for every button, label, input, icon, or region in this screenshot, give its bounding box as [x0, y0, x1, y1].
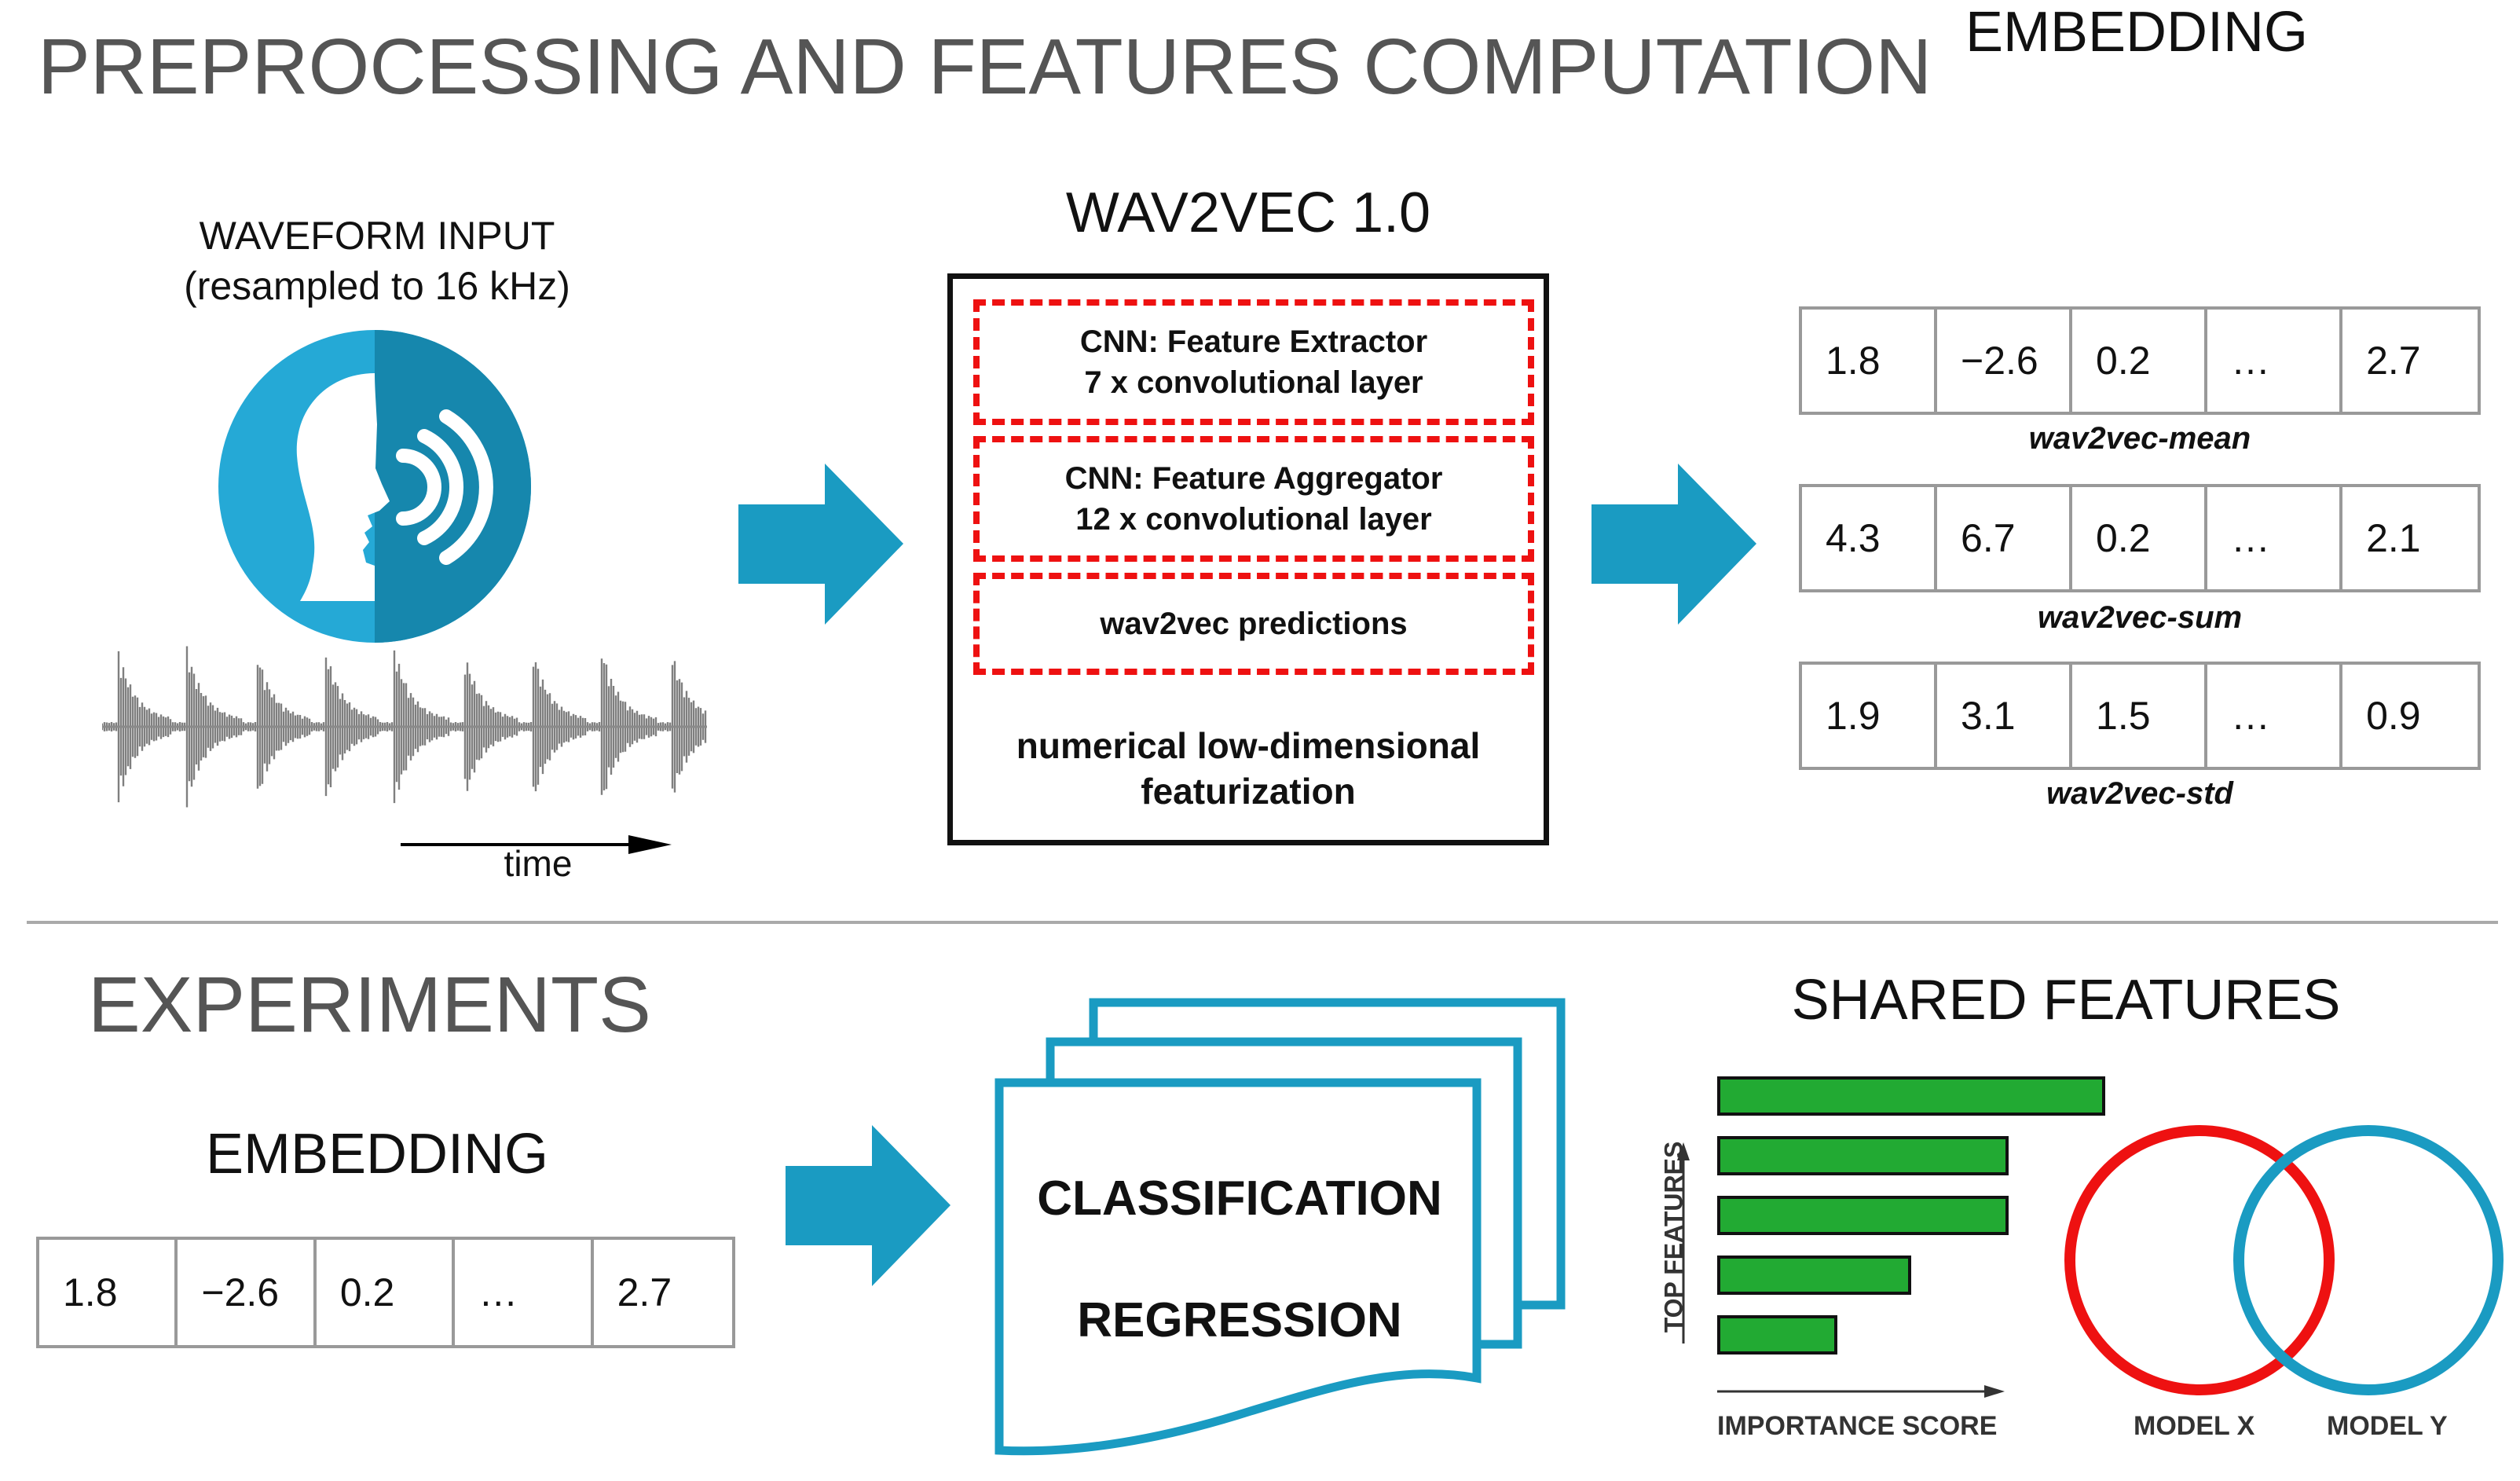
embedding-cell: −2.6 — [178, 1240, 317, 1345]
model-x-circle — [2064, 1125, 2335, 1395]
embedding-row-std: 1.9 3.1 1.5 … 0.9 — [1799, 662, 2481, 770]
predictions-label: wav2vec predictions — [1100, 607, 1408, 641]
embedding-cell: 0.2 — [2072, 310, 2208, 412]
task-regression-label: REGRESSION — [1077, 1293, 1402, 1347]
importance-bar — [1717, 1136, 2009, 1175]
embedding-row-sum: 4.3 6.7 0.2 … 2.1 — [1799, 484, 2481, 592]
time-arrow — [401, 835, 672, 854]
embedding-cell: … — [455, 1240, 594, 1345]
feature-aggregator-detail: 12 x convolutional layer — [1075, 502, 1432, 537]
embedding-cell: 1.9 — [1802, 665, 1938, 767]
embedding-cell: 1.5 — [2072, 665, 2208, 767]
embedding-cell: 1.8 — [39, 1240, 178, 1345]
embedding-label-mean: wav2vec-mean — [2028, 421, 2251, 456]
shared-features-title: SHARED FEATURES — [1791, 969, 2341, 1032]
embedding-cell: 2.7 — [617, 1270, 672, 1314]
time-label: time — [504, 843, 573, 884]
audio-waveform — [102, 646, 707, 808]
feature-importance-bars — [1717, 1076, 2110, 1367]
feature-extractor-detail: 7 x convolutional layer — [1084, 365, 1423, 400]
arrow-to-embedding-icon — [1591, 464, 1756, 625]
importance-bar — [1717, 1315, 1837, 1355]
feature-aggregator-label: CNN: Feature Aggregator — [1064, 461, 1443, 496]
model-y-circle — [2233, 1125, 2504, 1395]
embedding-cell: 2.1 — [2366, 516, 2421, 560]
feature-extractor-layer: CNN: Feature Extractor 7 x convolutional… — [973, 299, 1534, 425]
x-axis-label: IMPORTANCE SCORE — [1717, 1411, 1998, 1441]
embedding-title: EMBEDDING — [1965, 1, 2309, 64]
experiments-title: EXPERIMENTS — [88, 961, 651, 1049]
embedding-cell: 0.2 — [2072, 487, 2208, 589]
predictions-layer: wav2vec predictions — [973, 573, 1534, 675]
task-document-stack-icon — [994, 998, 1566, 1456]
featurization-line2: featurization — [1141, 771, 1356, 812]
model-y-label: MODEL Y — [2327, 1411, 2448, 1441]
embedding-label-std: wav2vec-std — [2046, 776, 2233, 811]
embedding-cell: 2.7 — [2366, 339, 2421, 383]
experiments-embedding-title: EMBEDDING — [205, 1123, 549, 1186]
x-axis-arrow — [1717, 1385, 2005, 1398]
speaking-head-icon — [218, 330, 531, 643]
model-x-label: MODEL X — [2134, 1411, 2255, 1441]
embedding-cell: 0.2 — [317, 1240, 456, 1345]
embedding-cell: 3.1 — [1937, 665, 2073, 767]
embedding-cell: … — [2207, 310, 2343, 412]
embedding-cell: … — [2207, 487, 2343, 589]
embedding-cell: … — [2207, 665, 2343, 767]
wav2vec-title: WAV2VEC 1.0 — [1065, 181, 1431, 244]
wav2vec-box: CNN: Feature Extractor 7 x convolutional… — [947, 273, 1549, 845]
section-divider — [27, 921, 2498, 924]
featurization-line1: numerical low-dimensional — [1016, 725, 1481, 766]
importance-bar — [1717, 1076, 2105, 1116]
arrow-to-wav2vec-icon — [738, 464, 903, 625]
task-classification-label: CLASSIFICATION — [1037, 1171, 1442, 1226]
embedding-label-sum: wav2vec-sum — [2037, 600, 2243, 635]
embedding-cell: 6.7 — [1937, 487, 2073, 589]
y-axis-arrow — [1677, 1142, 1690, 1344]
top-title: PREPROCESSING AND FEATURES COMPUTATION — [38, 23, 1932, 111]
feature-aggregator-layer: CNN: Feature Aggregator 12 x convolution… — [973, 436, 1534, 562]
waveform-title-line1: WAVEFORM INPUT — [199, 214, 555, 258]
importance-bar — [1717, 1196, 2009, 1235]
embedding-cell: 1.8 — [1802, 310, 1938, 412]
model-venn-diagram — [2064, 1125, 2504, 1395]
waveform-title-line2: (resampled to 16 kHz) — [184, 264, 570, 308]
feature-extractor-label: CNN: Feature Extractor — [1079, 324, 1428, 359]
waveform-title: WAVEFORM INPUT (resampled to 16 kHz) — [141, 211, 613, 311]
arrow-to-tasks-icon — [786, 1125, 950, 1286]
experiments-embedding-row: 1.8 −2.6 0.2 … 2.7 — [36, 1237, 735, 1348]
embedding-cell: 0.9 — [2366, 694, 2421, 738]
embedding-cell: −2.6 — [1937, 310, 2073, 412]
featurization-caption: numerical low-dimensional featurization — [953, 723, 1544, 814]
y-axis-label: TOP FEATURES — [1659, 1141, 1688, 1333]
embedding-cell: 4.3 — [1802, 487, 1938, 589]
embedding-row-mean: 1.8 −2.6 0.2 … 2.7 — [1799, 306, 2481, 415]
importance-bar — [1717, 1256, 1911, 1295]
